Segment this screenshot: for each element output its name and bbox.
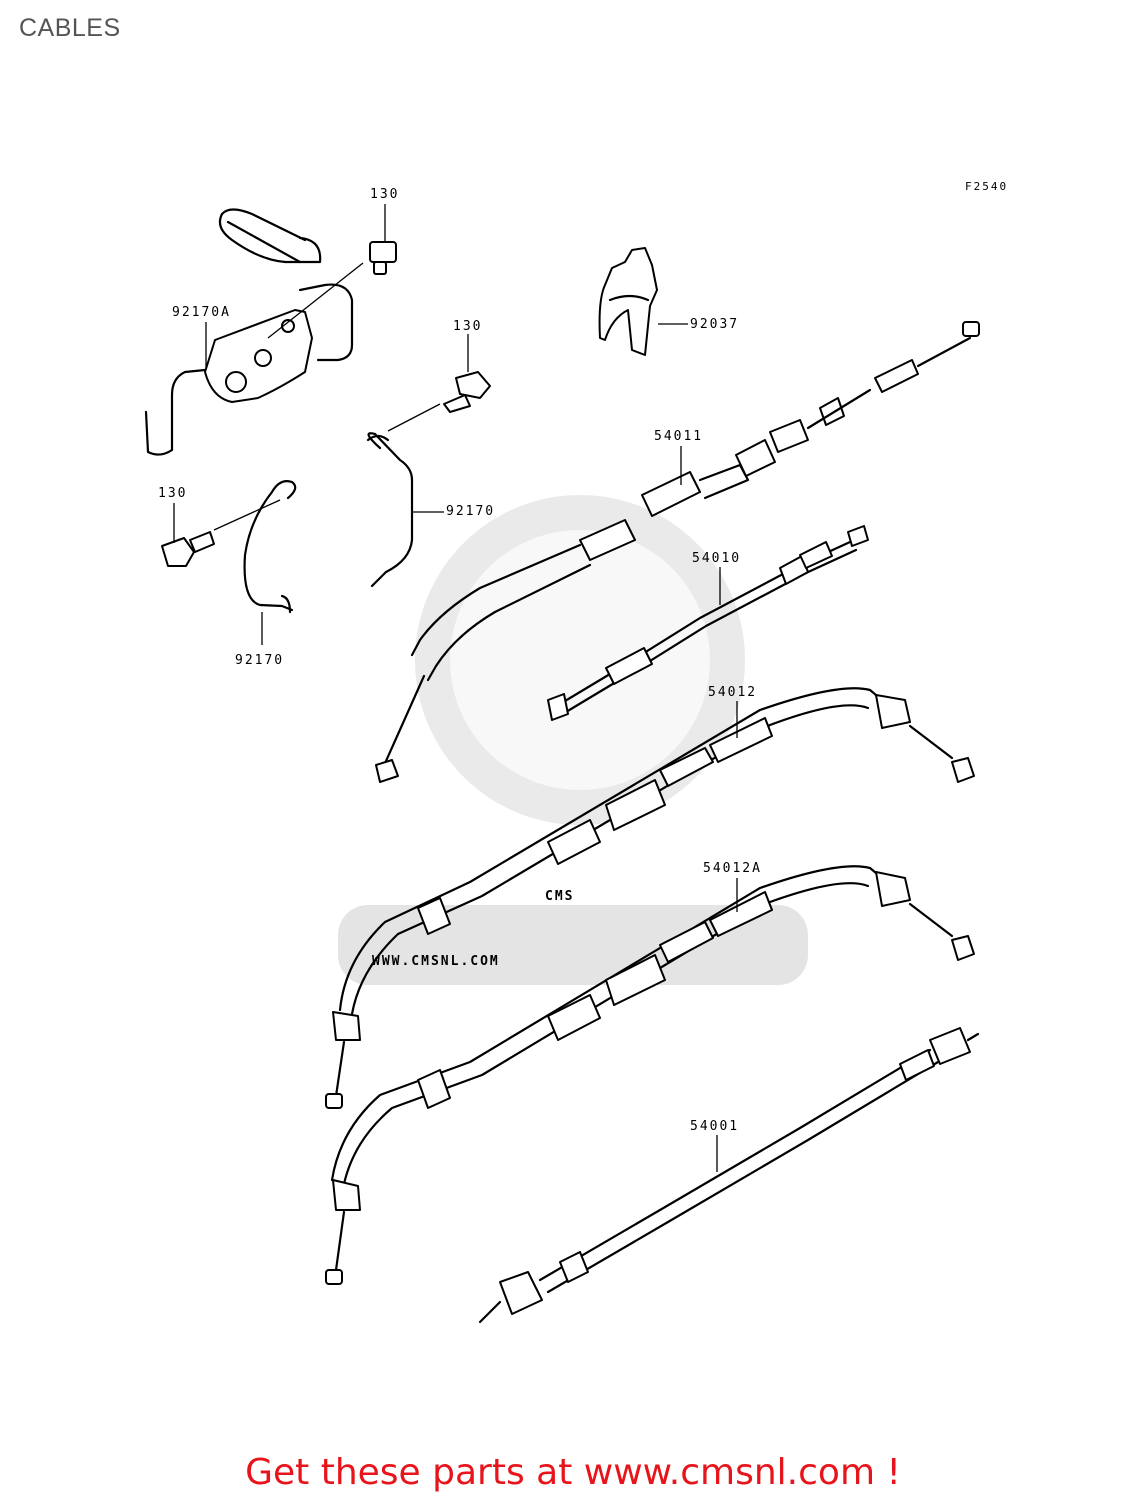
watermark-url: WWW.CMSNL.COM	[372, 954, 500, 969]
callout-bolt-130-mid: 130	[453, 319, 482, 334]
bolt-130-mid[interactable]	[387, 371, 491, 432]
callout-cable-54011: 54011	[654, 429, 703, 444]
watermark-brand: CMS	[545, 889, 574, 904]
figure-code: F2540	[965, 180, 1009, 193]
cable-54011[interactable]	[375, 321, 980, 783]
callout-bolt-130-left: 130	[158, 486, 187, 501]
bolt-130-left[interactable]	[161, 499, 281, 567]
cable-54012a[interactable]	[325, 865, 975, 1285]
callout-bolt-130-top: 130	[370, 187, 399, 202]
stay-92170-left[interactable]	[243, 480, 297, 614]
callout-cable-54001: 54001	[690, 1119, 739, 1134]
cable-54001[interactable]	[478, 1027, 980, 1324]
clamp-92037[interactable]	[598, 247, 658, 356]
watermark-logo: CMS WWW.CMSNL.COM	[338, 495, 808, 985]
bracket-92170a[interactable]	[144, 208, 354, 456]
callout-clamp-92037: 92037	[690, 317, 739, 332]
stay-92170-right[interactable]	[366, 432, 414, 588]
callout-cable-54010: 54010	[692, 551, 741, 566]
promo-link[interactable]: Get these parts at www.cmsnl.com !	[245, 1452, 901, 1493]
callout-stay-92170-left: 92170	[235, 653, 284, 668]
callout-leaders	[173, 204, 738, 1172]
callout-cable-54012: 54012	[708, 685, 757, 700]
cable-54010[interactable]	[547, 525, 869, 721]
cable-54012[interactable]	[325, 687, 975, 1109]
bolt-130-top[interactable]	[267, 241, 397, 339]
page-title: CABLES	[19, 14, 121, 42]
callout-cable-54012a: 54012A	[703, 861, 762, 876]
callout-bracket-92170a: 92170A	[172, 305, 231, 320]
callout-stay-92170-right: 92170	[446, 504, 495, 519]
